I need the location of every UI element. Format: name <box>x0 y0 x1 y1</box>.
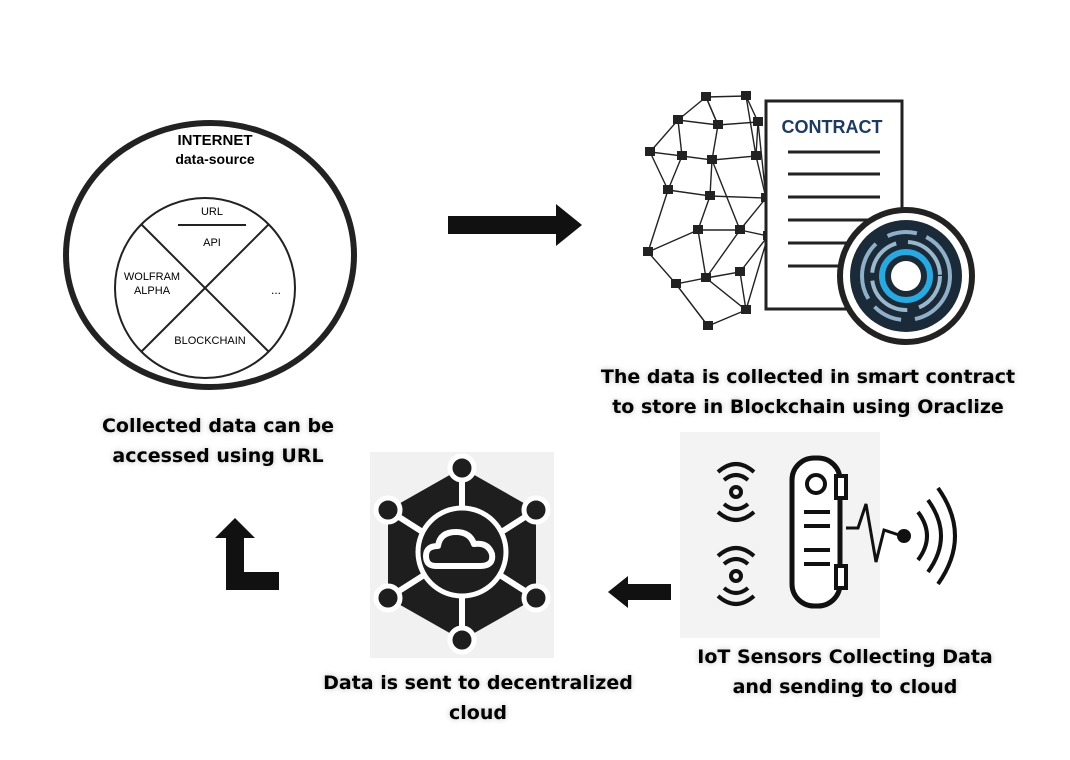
wolfram-label: WOLFRAM <box>124 271 180 283</box>
api-label: API <box>203 237 221 249</box>
cloud-caption-line2: cloud <box>449 702 507 724</box>
iot-sensor-icon <box>680 432 957 638</box>
ellipsis-label: ... <box>271 283 281 297</box>
internet-subtitle: data-source <box>175 151 255 167</box>
collected-caption-line2: accessed using URL <box>112 445 324 467</box>
network-nodes <box>643 91 773 330</box>
internet-data-source-icon: INTERNET data-source URL API WOLFRAM ALP… <box>63 120 357 390</box>
cloud-caption-line1: Data is sent to decentralized <box>323 672 633 694</box>
contract-label: CONTRACT <box>782 117 883 137</box>
cloud-caption: Data is sent to decentralized cloud <box>318 668 638 728</box>
collected-data-caption: Collected data can be accessed using URL <box>88 411 348 471</box>
collected-caption-line1: Collected data can be <box>101 415 334 437</box>
arrow-up-icon <box>215 518 279 590</box>
decentralized-cloud-icon <box>370 452 554 658</box>
fingerprint-seal-icon <box>837 207 975 345</box>
alpha-label: ALPHA <box>134 285 171 297</box>
smart-contract-caption: The data is collected in smart contract … <box>588 362 1028 422</box>
iot-caption-line2: and sending to cloud <box>732 676 958 698</box>
internet-title: INTERNET <box>178 132 253 149</box>
url-label: URL <box>201 206 223 218</box>
smart-contract-illustration: CONTRACT <box>643 91 975 345</box>
arrow-right-icon <box>448 204 582 246</box>
blockchain-network-icon <box>646 95 769 327</box>
blockchain-label: BLOCKCHAIN <box>174 335 246 347</box>
iot-caption: IoT Sensors Collecting Data and sending … <box>690 642 1000 702</box>
smart-caption-line2: to store in Blockchain using Oraclize <box>612 396 1004 418</box>
arrow-left-icon <box>608 576 671 608</box>
smart-caption-line1: The data is collected in smart contract <box>600 366 1016 388</box>
iot-caption-line1: IoT Sensors Collecting Data <box>697 646 993 668</box>
